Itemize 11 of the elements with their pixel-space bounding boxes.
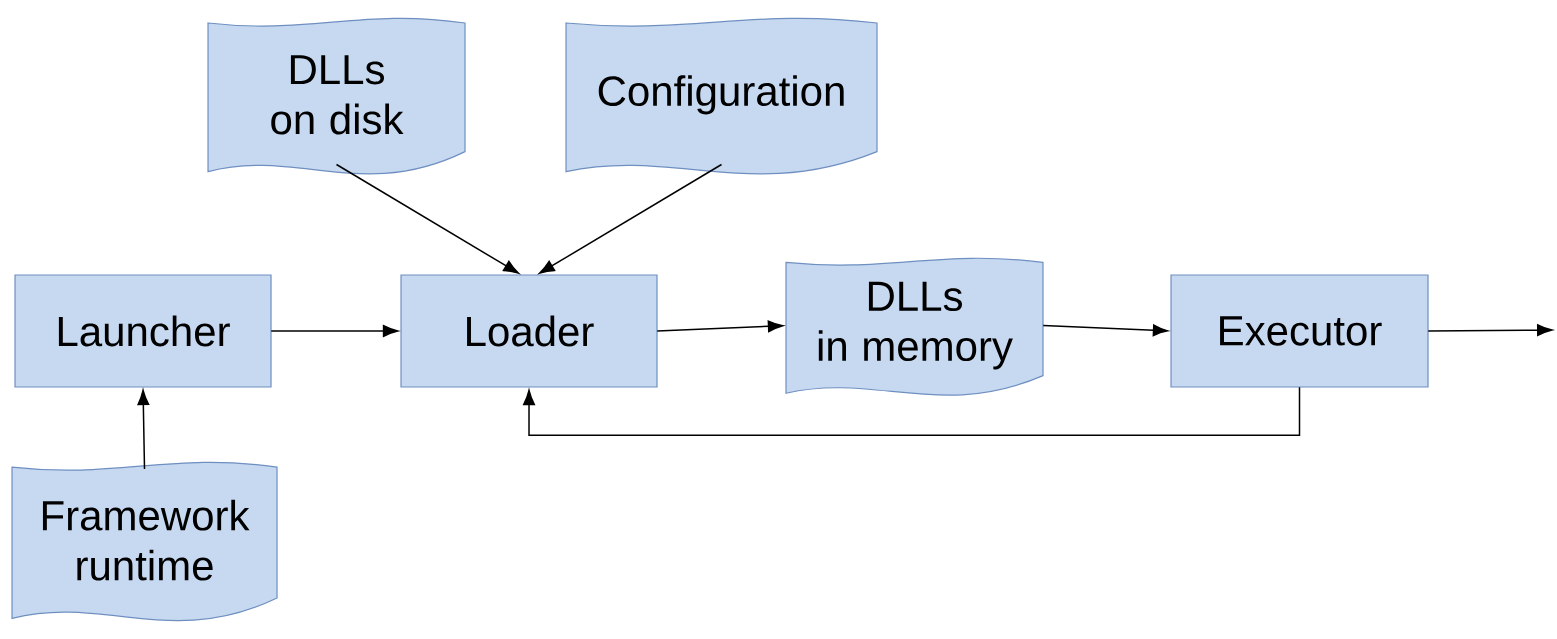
process-box: Executor [1170, 274, 1429, 388]
arrow [1427, 324, 1553, 337]
process-box: Launcher [14, 274, 272, 388]
arrow [335, 163, 519, 274]
arrow [137, 389, 150, 470]
arrow [270, 325, 399, 337]
arrow [1042, 324, 1169, 337]
arrow [656, 320, 784, 333]
process-box: Loader [400, 274, 658, 388]
arrow [523, 386, 1301, 436]
arrow [539, 163, 723, 274]
